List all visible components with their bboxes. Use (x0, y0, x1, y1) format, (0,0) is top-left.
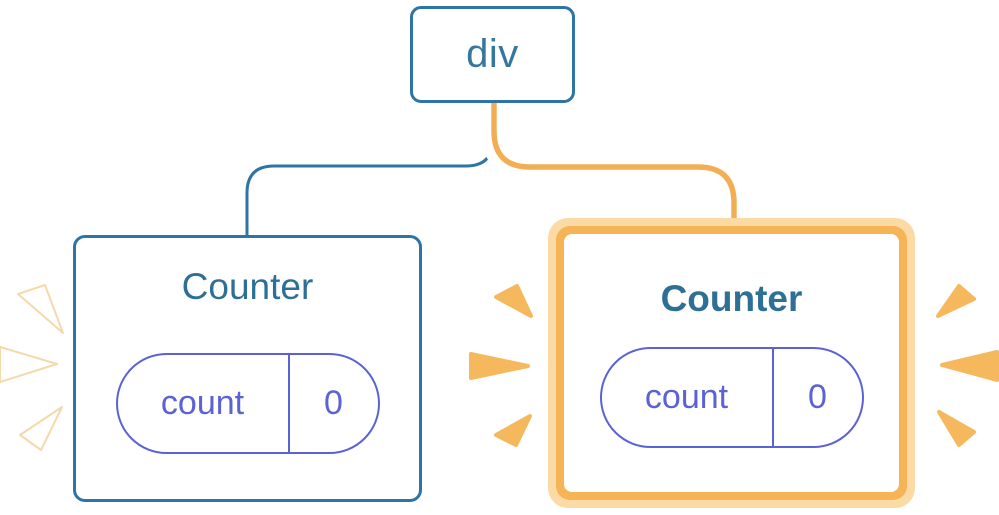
counter-title: Counter (181, 266, 314, 307)
spark-icon (494, 414, 532, 447)
spark-icon (0, 346, 58, 383)
state-pill: count 0 (115, 352, 380, 454)
state-key-cell: count (160, 383, 245, 422)
state-value-cell: 0 (771, 348, 862, 446)
spark-icon (940, 350, 999, 382)
state-value-cell: 0 (287, 354, 378, 452)
counter-card-right-highlighted: Counter count 0 (548, 218, 915, 508)
state-key-cell: count (644, 377, 729, 416)
edge-root-to-right-counter (491, 100, 737, 236)
spark-icon (17, 284, 64, 334)
state-pill: count 0 (599, 346, 864, 448)
spark-icon (494, 284, 533, 318)
counter-title: Counter (660, 278, 803, 319)
div-node-label: div (466, 32, 519, 76)
spark-icon (19, 406, 63, 451)
spark-icon (469, 352, 530, 380)
edge-root-to-left-counter (245, 100, 495, 240)
tree-node-div: div (410, 6, 575, 103)
highlight-border: Counter count 0 (556, 226, 907, 500)
spark-icon (936, 284, 976, 318)
counter-card-left: Counter count 0 (73, 235, 422, 502)
spark-icon (937, 410, 976, 447)
highlight-card-body: Counter count 0 (564, 234, 899, 492)
